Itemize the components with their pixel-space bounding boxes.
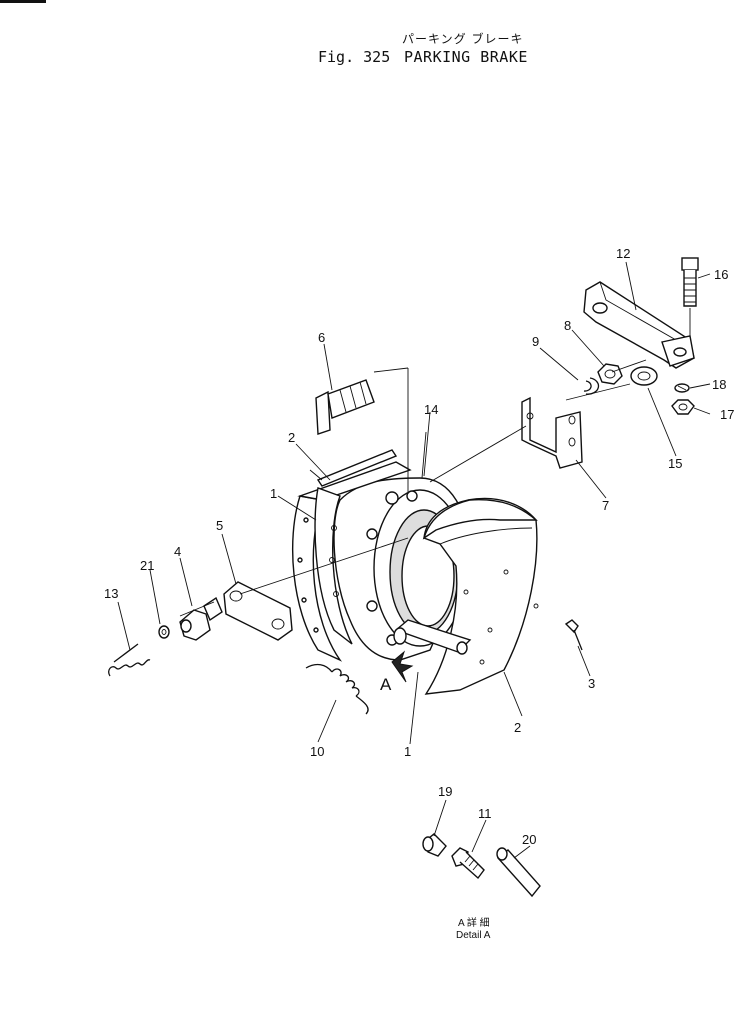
callout-6: 6	[318, 330, 325, 345]
callout-4: 4	[174, 544, 181, 559]
callout-15: 15	[668, 456, 682, 471]
callout-16: 16	[714, 267, 728, 282]
detail-caption-jp: A 詳 細	[458, 916, 490, 929]
callout-5: 5	[216, 518, 223, 533]
callout-2-lower: 2	[514, 720, 521, 735]
callout-19: 19	[438, 784, 452, 799]
figure-number: Fig. 325	[318, 48, 391, 66]
detail-caption-en: Detail A	[456, 930, 491, 941]
title-japanese: パーキング ブレーキ	[402, 32, 524, 46]
bolt-part-11	[451, 847, 485, 880]
screw-part-3	[564, 619, 583, 651]
callout-17: 17	[720, 407, 734, 422]
callout-8: 8	[564, 318, 571, 333]
callout-11: 11	[478, 806, 492, 821]
callout-10: 10	[310, 744, 324, 759]
sleeve-part-19	[422, 833, 447, 857]
corner-mark	[0, 0, 46, 3]
adjuster-link	[393, 619, 472, 655]
detail-a-leaders	[433, 799, 531, 859]
lockwasher-part-18	[674, 383, 690, 393]
spring-part-10	[305, 663, 369, 715]
nut-part-8	[597, 363, 623, 385]
callout-21: 21	[140, 558, 154, 573]
callout-13: 13	[104, 586, 118, 601]
sleeve-part-20	[496, 847, 541, 898]
assembly-lines	[179, 359, 647, 617]
brake-shoe-left-part-1-2	[292, 449, 412, 662]
callout-9: 9	[532, 334, 539, 349]
spring-part-13	[108, 643, 151, 677]
callout-1-upper: 1	[270, 486, 277, 501]
callout-14: 14	[424, 402, 438, 417]
figure-title: PARKING BRAKE	[404, 48, 528, 66]
nut-part-17	[671, 399, 695, 415]
callout-1-lower: 1	[404, 744, 411, 759]
washer-part-21	[158, 625, 170, 639]
callout-leaders	[117, 261, 711, 745]
lever-part-12	[583, 281, 695, 369]
anchor-pin-part-6	[315, 379, 375, 435]
adjuster-part-4	[179, 596, 223, 641]
callout-3: 3	[588, 676, 595, 691]
detail-a-arrow	[391, 650, 414, 683]
snap-ring-part-9	[583, 377, 600, 395]
detail-a-marker: A	[380, 675, 392, 694]
callout-12: 12	[616, 246, 630, 261]
callout-7: 7	[602, 498, 609, 513]
bracket-part-7	[521, 396, 583, 469]
link-plate-part-5	[223, 581, 293, 641]
washer-part-15	[630, 366, 658, 386]
bolt-part-16	[681, 257, 699, 307]
callout-2-upper: 2	[288, 430, 295, 445]
callout-18: 18	[712, 377, 726, 392]
callout-20: 20	[522, 832, 536, 847]
